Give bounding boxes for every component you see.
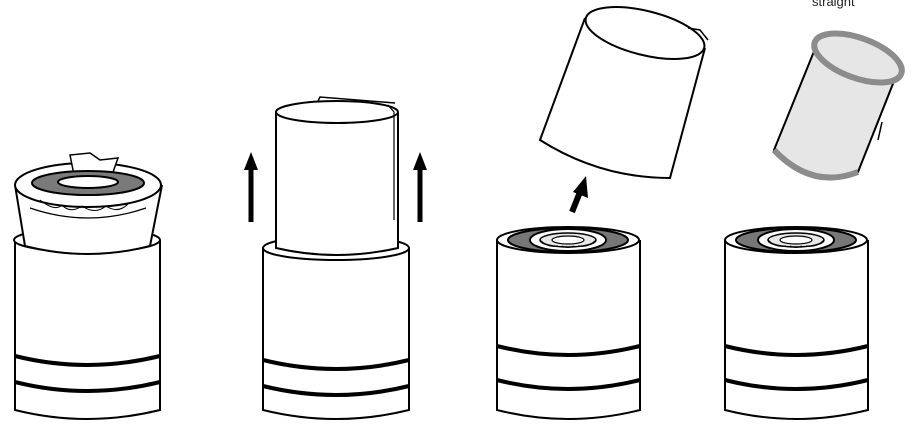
step-3-gasket [507,227,629,253]
step-1-group [13,152,163,420]
step-4-group [724,30,905,420]
step-2-arrow-right [413,152,427,222]
step-3-group [496,6,709,420]
step-2-jar [262,235,410,420]
step-3-jar [496,226,641,420]
straight-label: straight [812,0,855,9]
step-3-paper-sleeve-removed [538,6,709,180]
step-4-jar [724,226,869,420]
step-4-gasket [735,227,857,253]
step-1-gasket [31,170,145,196]
step-2-paper-sleeve [275,96,399,256]
step-3-arrow [569,176,588,214]
step-2-arrow-left [244,152,258,222]
step-1-jar [13,227,161,420]
step-4-straight-gasket-sleeve [771,30,905,181]
step-2-group [244,96,427,420]
step-1-paper-sleeve [14,152,163,255]
